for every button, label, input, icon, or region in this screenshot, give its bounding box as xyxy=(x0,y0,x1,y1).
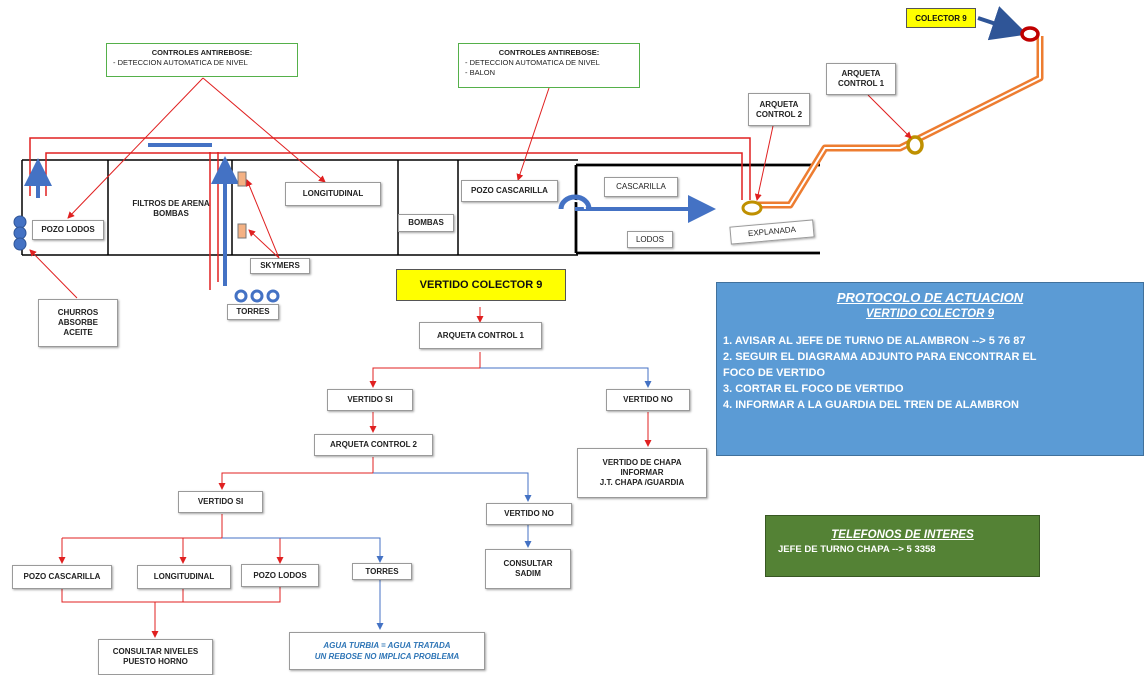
flowchart-blue-connectors xyxy=(222,367,652,630)
lodos-label: LODOS xyxy=(627,231,673,248)
protocol-box: PROTOCOLO DE ACTUACION VERTIDO COLECTOR … xyxy=(716,282,1144,456)
flow-torres: TORRES xyxy=(352,563,412,580)
control-right-item: - BALON xyxy=(465,67,496,77)
phones-box: TELEFONOS DE INTERES JEFE DE TURNO CHAPA… xyxy=(765,515,1040,577)
flow-vertido-no-1: VERTIDO NO xyxy=(606,389,690,411)
phones-title: TELEFONOS DE INTERES xyxy=(831,529,974,541)
pointer-arrows xyxy=(29,77,912,299)
flow-longitudinal: LONGITUDINAL xyxy=(137,565,231,589)
arqueta1-ring-icon xyxy=(906,135,924,155)
control-box-right: CONTROLES ANTIREBOSE: - DETECCION AUTOMA… xyxy=(458,43,640,88)
colector-ring-icon xyxy=(1020,26,1040,42)
flow-vertido-si-2: VERTIDO SI xyxy=(178,491,263,513)
protocol-step: FOCO DE VERTIDO xyxy=(723,366,826,379)
plant-building-outline xyxy=(21,159,578,256)
protocol-title: PROTOCOLO DE ACTUACION xyxy=(836,290,1024,305)
colector-arrow xyxy=(977,6,1028,41)
flow-pozo-cascarilla: POZO CASCARILLA xyxy=(12,565,112,589)
filtros-label: FILTROS DE ARENA BOMBAS xyxy=(132,199,210,218)
control-box-left: CONTROLES ANTIREBOSE: - DETECCION AUTOMA… xyxy=(106,43,298,77)
churros-label: CHURROS ABSORBE ACEITE xyxy=(38,299,118,347)
churros-circles-icon xyxy=(13,215,27,251)
agua-line-2: UN REBOSE NO IMPLICA PROBLEMA xyxy=(314,652,460,662)
skymer-icon xyxy=(237,223,247,239)
torres-circles-icon xyxy=(234,289,280,303)
protocol-step: 3. CORTAR EL FOCO DE VERTIDO xyxy=(723,382,904,395)
flow-arqueta1: ARQUETA CONTROL 1 xyxy=(419,322,542,349)
protocol-step: 1. AVISAR AL JEFE DE TURNO DE ALAMBRON -… xyxy=(723,335,1026,347)
flow-arqueta2: ARQUETA CONTROL 2 xyxy=(314,434,433,456)
flow-vertido-si-1: VERTIDO SI xyxy=(327,389,413,411)
pozo-cascarilla-arc-icon xyxy=(558,194,592,210)
pozo-cascarilla-label: POZO CASCARILLA xyxy=(461,180,558,202)
arqueta1-label: ARQUETA CONTROL 1 xyxy=(826,63,896,95)
bombas-label: BOMBAS xyxy=(398,214,454,232)
arqueta2-label: ARQUETA CONTROL 2 xyxy=(748,93,810,126)
flow-pozo-lodos: POZO LODOS xyxy=(241,564,319,587)
protocol-steps: 1. AVISAR AL JEFE DE TURNO DE ALAMBRON -… xyxy=(717,334,1143,414)
cascarilla-label: CASCARILLA xyxy=(604,177,678,197)
flow-sadim: CONSULTAR SADIM xyxy=(485,549,571,589)
blue-pipes xyxy=(24,143,716,286)
control-left-title: CONTROLES ANTIREBOSE: xyxy=(151,48,253,57)
flow-chapa: VERTIDO DE CHAPA INFORMAR J.T. CHAPA /GU… xyxy=(577,448,707,498)
phones-entry: JEFE DE TURNO CHAPA --> 5 3358 xyxy=(778,544,936,555)
torres-label: TORRES xyxy=(227,304,279,320)
skymer-icon xyxy=(237,171,247,187)
flow-niveles: CONSULTAR NIVELES PUESTO HORNO xyxy=(98,639,213,675)
protocol-step: 4. INFORMAR A LA GUARDIA DEL TREN DE ALA… xyxy=(723,398,1019,411)
arqueta2-ring-icon xyxy=(741,200,763,216)
agua-line-1: AGUA TURBIA = AGUA TRATADA xyxy=(323,641,451,650)
flow-agua-note: AGUA TURBIA = AGUA TRATADA UN REBOSE NO … xyxy=(289,632,485,670)
protocol-subtitle: VERTIDO COLECTOR 9 xyxy=(865,308,994,320)
orange-pipe xyxy=(753,36,1044,209)
flow-title-text: VERTIDO COLECTOR 9 xyxy=(419,279,543,291)
longitudinal-label: LONGITUDINAL xyxy=(285,182,381,206)
control-left-item: - DETECCION AUTOMATICA DE NIVEL xyxy=(113,57,248,67)
pozo-lodos-label: POZO LODOS xyxy=(32,220,104,240)
skymers-label: SKYMERS xyxy=(250,258,310,274)
flow-vertido-no-2: VERTIDO NO xyxy=(486,503,572,525)
colector-label: COLECTOR 9 xyxy=(906,8,976,28)
colector-label-text: COLECTOR 9 xyxy=(915,13,967,23)
control-right-item: - DETECCION AUTOMATICA DE NIVEL xyxy=(465,57,600,67)
control-right-title: CONTROLES ANTIREBOSE: xyxy=(498,48,600,57)
protocol-step: 2. SEGUIR EL DIAGRAMA ADJUNTO PARA ENCON… xyxy=(723,350,1037,363)
flow-title: VERTIDO COLECTOR 9 xyxy=(396,269,566,301)
